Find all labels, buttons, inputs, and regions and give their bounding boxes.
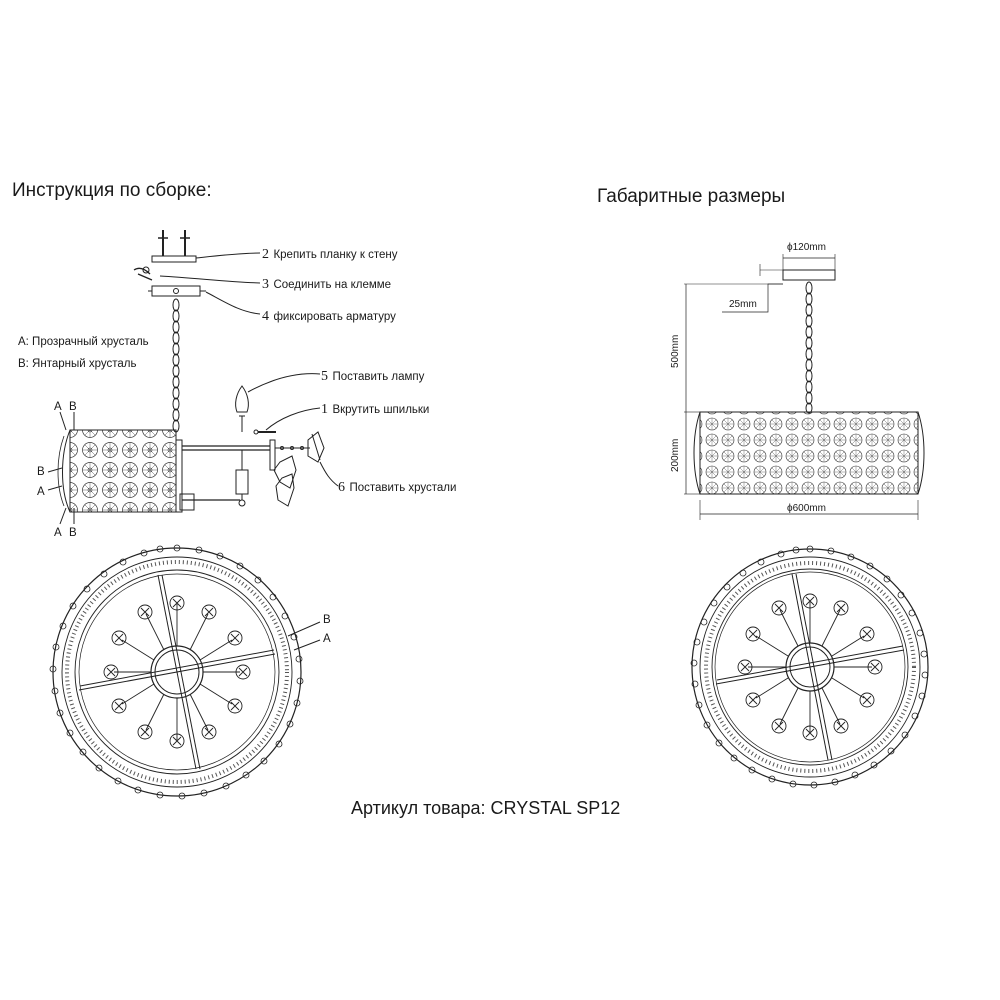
step-number: 1: [321, 402, 328, 417]
dimension-bottom-view: [690, 545, 929, 789]
step-label: Поставить хрустали: [349, 482, 457, 494]
dim-canopy-diameter: ϕ120mm: [787, 242, 826, 253]
dimension-side-view: [684, 254, 925, 520]
assembly-title: Инструкция по сборке:: [12, 180, 212, 201]
dim-diameter: ϕ600mm: [787, 503, 826, 514]
step-number: 2: [262, 247, 269, 262]
marker-b: B: [69, 401, 77, 413]
step-label: Соединить на клемме: [273, 279, 392, 291]
step-1: 1 Вкрутить шпильки: [321, 400, 429, 418]
step-number: 5: [321, 369, 328, 384]
legend-a: A: Прозрачный хрусталь: [18, 336, 149, 348]
step-3: 3 Соединить на клемме: [262, 275, 391, 293]
assembly-side-view: [47, 230, 339, 525]
marker-b: B: [323, 614, 331, 626]
step-label: фиксировать арматуру: [273, 311, 396, 323]
dim-canopy-height: 25mm: [729, 299, 757, 310]
step-number: 6: [338, 480, 345, 495]
marker-b: B: [69, 527, 77, 539]
legend-b: B: Янтарный хрусталь: [18, 358, 137, 370]
dimensions-title: Габаритные размеры: [597, 186, 786, 207]
step-label: Крепить планку к стену: [273, 249, 398, 261]
step-number: 4: [262, 309, 269, 324]
step-5: 5 Поставить лампу: [321, 367, 424, 385]
assembly-bottom-view: [49, 544, 321, 800]
step-label: Вкрутить шпильки: [332, 404, 430, 416]
step-label: Поставить лампу: [332, 371, 425, 383]
step-6: 6 Поставить хрустали: [338, 478, 456, 496]
marker-a: A: [37, 486, 45, 498]
step-number: 3: [262, 277, 269, 292]
step-4: 4 фиксировать арматуру: [262, 307, 396, 325]
article-caption: Артикул товара: CRYSTAL SP12: [351, 798, 621, 818]
marker-b: B: [37, 466, 45, 478]
marker-a: A: [323, 633, 331, 645]
marker-a: A: [54, 527, 62, 539]
step-2: 2 Крепить планку к стену: [262, 245, 397, 263]
marker-a: A: [54, 401, 62, 413]
